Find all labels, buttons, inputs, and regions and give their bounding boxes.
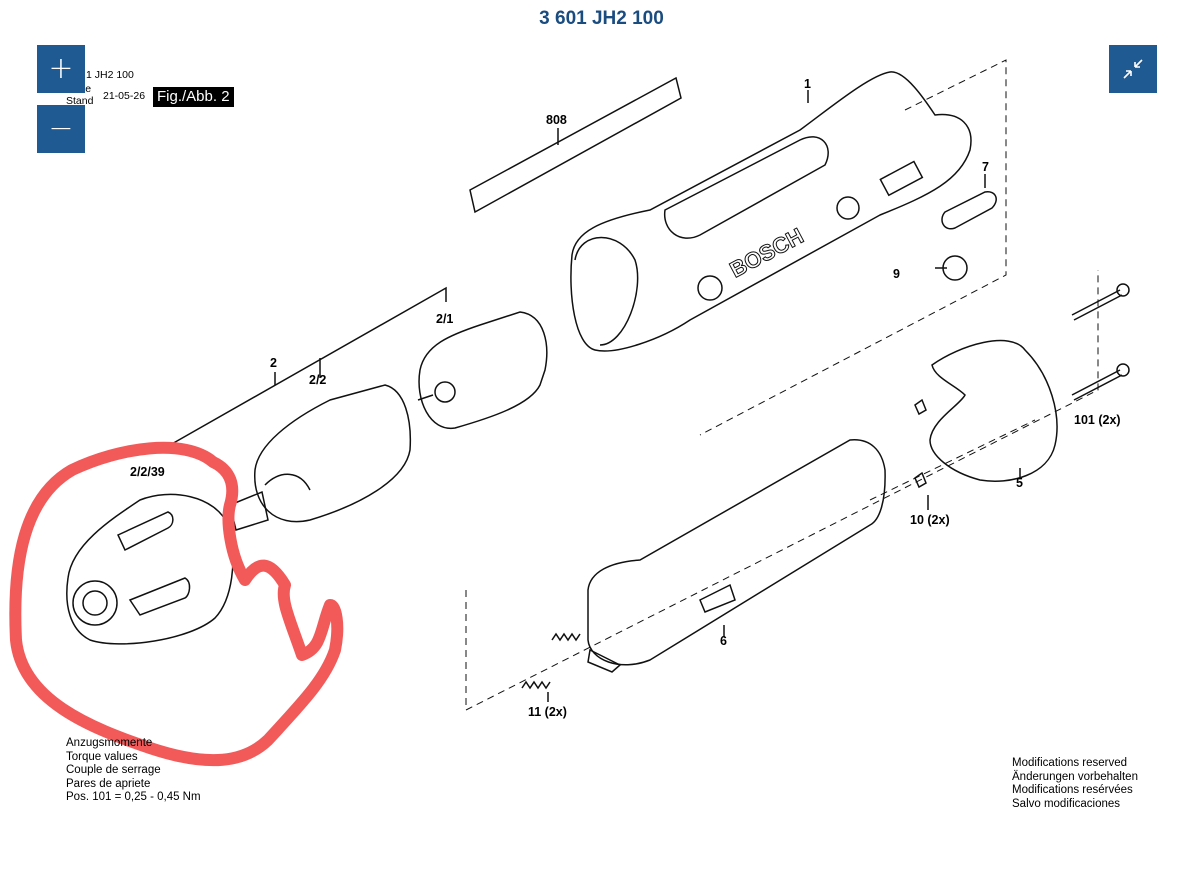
header-date: 21-05-26: [103, 90, 146, 102]
label-10: 10 (2x): [910, 513, 950, 527]
label-808: 808: [546, 113, 567, 127]
part-2-1-motor: [417, 311, 548, 429]
modifications-line: Änderungen vorbehalten: [1012, 770, 1138, 783]
torque-line: Pares de apriete: [66, 777, 151, 790]
label-101: 101 (2x): [1074, 413, 1121, 427]
header-stand: Stand: [66, 95, 94, 107]
modifications-line: Modifications resérvées: [1012, 784, 1133, 796]
torque-line: Anzugsmomente: [66, 737, 153, 749]
label-2-2-39: 2/2/39: [130, 465, 165, 479]
part-6-frame: [587, 439, 886, 673]
label-2: 2: [270, 356, 277, 370]
part-101-screw: [1071, 289, 1123, 321]
label-1: 1: [804, 77, 811, 91]
part-2-2-39-chuck-cap: [66, 493, 234, 645]
header-part-number: 1 JH2 100: [86, 69, 134, 81]
part-808-strip: [469, 76, 682, 214]
minus-icon: −: [48, 111, 74, 146]
part-1-housing: BOSCH: [570, 71, 972, 352]
modifications-line: Salvo modificaciones: [1012, 797, 1121, 810]
svg-text:BOSCH: BOSCH: [726, 223, 808, 282]
exit-fullscreen-button[interactable]: [1109, 45, 1157, 93]
modifications-notes: Modifications reserved Änderungen vorbeh…: [1012, 757, 1138, 811]
torque-line: Pos. 101 = 0,25 - 0,45 Nm: [66, 791, 201, 803]
part-7-cap: [941, 191, 997, 230]
part-10-clip: [914, 398, 927, 416]
label-2-1: 2/1: [436, 312, 454, 326]
modifications-line: Modifications reserved: [1012, 757, 1128, 769]
label-11: 11 (2x): [528, 705, 567, 719]
zoom-out-button[interactable]: −: [37, 105, 85, 153]
document-title: 3 601 JH2 100: [539, 8, 664, 29]
label-7: 7: [982, 160, 989, 174]
torque-line: Couple de serrage: [66, 764, 161, 776]
label-6: 6: [720, 634, 727, 648]
torque-line: Torque values: [66, 750, 138, 763]
part-2-2-gearbox: [229, 384, 412, 531]
torque-notes: Anzugsmomente Torque values Couple de se…: [66, 737, 201, 805]
plus-icon: +: [48, 51, 74, 86]
zoom-in-button[interactable]: +: [37, 45, 85, 93]
label-9: 9: [893, 267, 900, 281]
label-2-2: 2/2: [309, 373, 327, 387]
collapse-arrows-icon: [1123, 59, 1143, 79]
part-11-spring: [551, 632, 581, 642]
label-5: 5: [1016, 476, 1023, 490]
red-annotation-circle: [9, 441, 344, 767]
figure-label: Fig./Abb. 2: [153, 87, 234, 107]
part-5-cover: [929, 339, 1058, 482]
